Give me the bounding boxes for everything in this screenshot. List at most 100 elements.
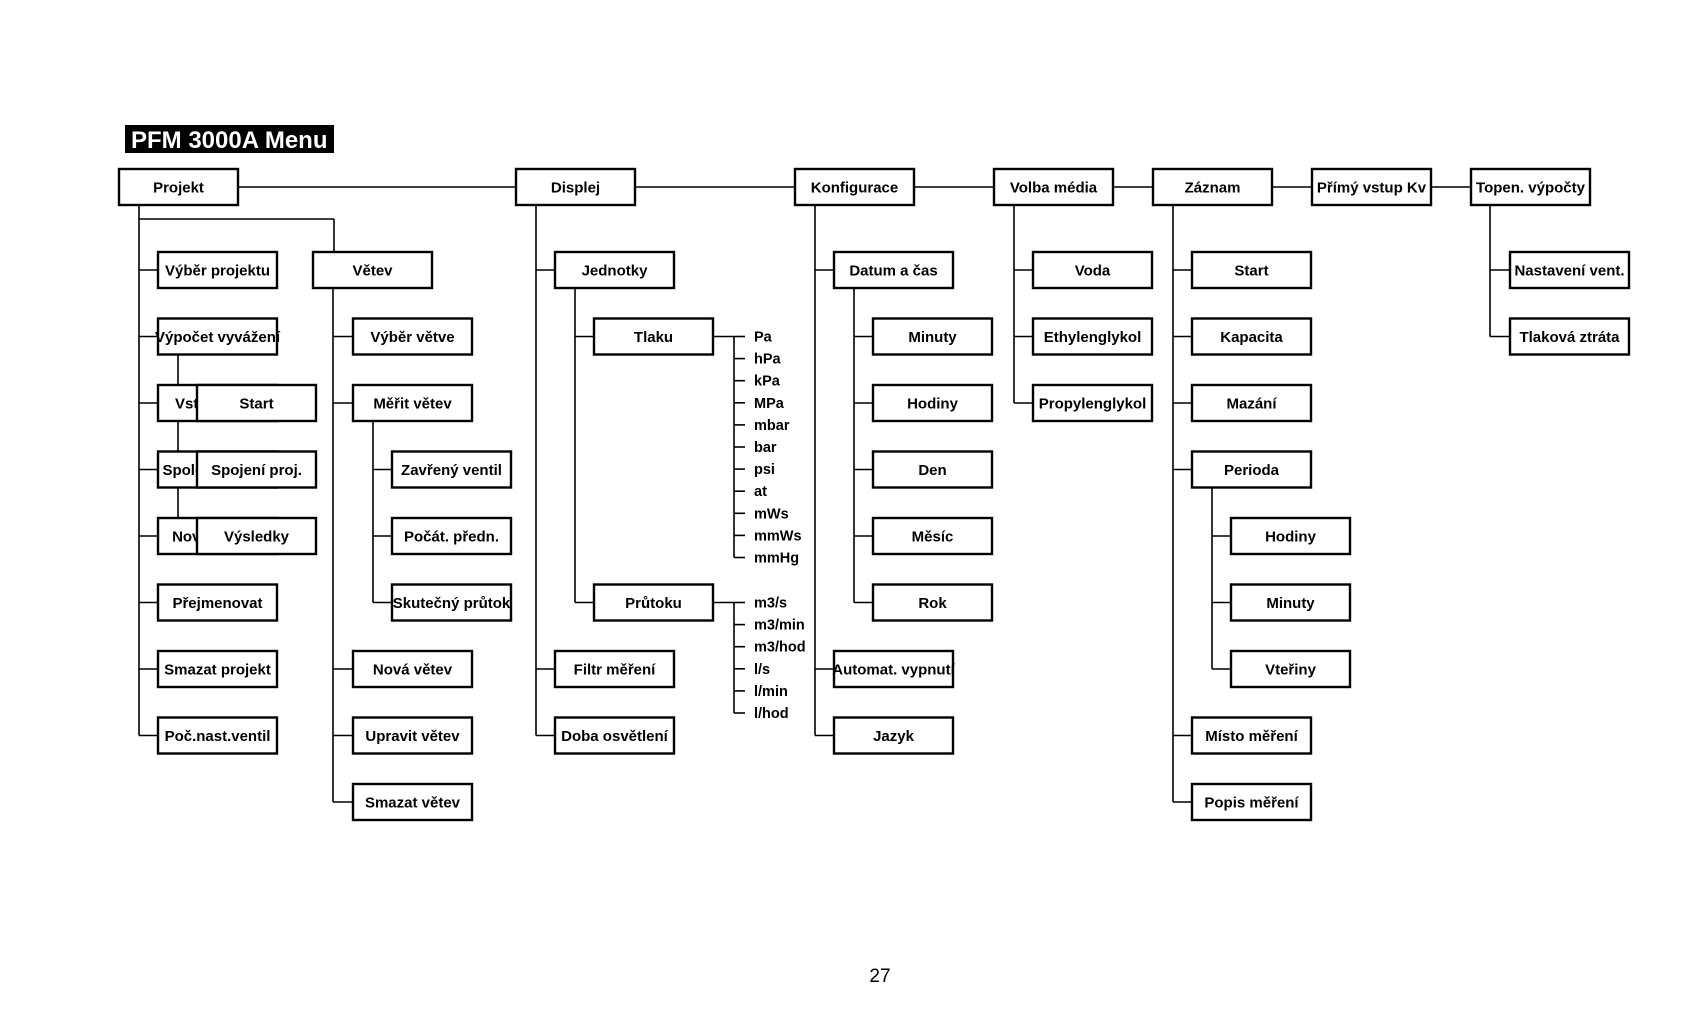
svg-text:Místo měření: Místo měření [1205,728,1298,745]
svg-text:Počát. předn.: Počát. předn. [404,529,499,546]
svg-text:Perioda: Perioda [1224,462,1280,479]
topen-item-tlakova-ztrata: Tlaková ztráta [1508,317,1631,356]
unit-m3-s: m3/s [754,596,787,612]
vetev-item-nova-vetev: Nová větev [351,649,474,689]
page-number: 27 [869,966,890,987]
jednotky-child-tlaku: Tlaku [592,317,715,356]
svg-text:Datum a čas: Datum a čas [849,263,937,280]
svg-text:Vteřiny: Vteřiny [1265,662,1317,679]
konfigurace-item-jazyk: Jazyk [832,716,955,755]
unit-mbar: mbar [754,418,790,434]
svg-text:Start: Start [1234,263,1268,280]
svg-text:Nová větev: Nová větev [373,662,453,679]
svg-text:Rok: Rok [918,595,947,612]
svg-text:Přejmenovat: Přejmenovat [172,595,262,612]
svg-text:Hodiny: Hodiny [1265,529,1316,546]
svg-text:Výpočet vyvážení: Výpočet vyvážení [155,329,281,346]
vetev-item-vyber-vetve: Výběr větve [351,317,474,356]
diagram-title: PFM 3000A Menu [125,125,334,154]
svg-text:Jednotky: Jednotky [582,263,649,280]
zaznam-item-perioda: Perioda [1190,450,1313,489]
datum-child-rok: Rok [871,583,994,622]
svg-text:Doba osvětlení: Doba osvětlení [561,728,669,745]
svg-text:Měsíc: Měsíc [912,529,954,546]
datum-child-minuty: Minuty [871,317,994,356]
svg-text:Ethylenglykol: Ethylenglykol [1044,329,1142,346]
svg-text:Větev: Větev [352,263,393,280]
svg-text:Průtoku: Průtoku [625,595,682,612]
svg-text:Smazat projekt: Smazat projekt [164,662,271,679]
top-menu-primy-vstup-kv: Přímý vstup Kv [1310,167,1433,207]
svg-text:Volba média: Volba média [1010,180,1098,197]
svg-text:Výsledky: Výsledky [224,529,290,546]
svg-text:Přímý vstup Kv: Přímý vstup Kv [1317,180,1427,197]
displej-item-filtr-mereni: Filtr měření [553,649,676,689]
svg-text:Nastavení vent.: Nastavení vent. [1514,263,1624,280]
unit-m3-min: m3/min [754,618,805,634]
zaznam-item-start: Start [1190,250,1313,290]
svg-text:Výběr větve: Výběr větve [370,329,454,346]
vetev-item-smazat-vetev: Smazat větev [351,782,474,822]
vetev-item-upravit-vetev: Upravit větev [351,716,474,755]
unit-pa: Pa [754,330,773,346]
unit-l-hod: l/hod [754,706,789,722]
datum-child-mesic: Měsíc [871,516,994,556]
projekt-item-prejmenovat: Přejmenovat [156,583,279,622]
projekt-item-smazat-projekt: Smazat projekt [156,649,279,689]
perioda-child-hodiny: Hodiny [1229,516,1352,556]
media-item-propylenglykol: Propylenglykol [1031,383,1154,423]
svg-text:Topen. výpočty: Topen. výpočty [1476,180,1586,197]
unit-m3-hod: m3/hod [754,640,806,656]
top-menu-volba-media: Volba média [992,167,1115,207]
jednotky-child-prutoku: Průtoku [592,583,715,622]
top-menu-topen-vypocty: Topen. výpočty [1469,167,1592,207]
svg-text:Poč.nast.ventil: Poč.nast.ventil [165,728,271,745]
svg-text:Mazání: Mazání [1226,396,1277,413]
svg-text:Propylenglykol: Propylenglykol [1039,396,1147,413]
perioda-child-minuty: Minuty [1229,583,1352,622]
unit-hpa: hPa [754,352,782,368]
svg-text:Start: Start [239,396,273,413]
svg-text:Voda: Voda [1075,263,1111,280]
top-menu-displej: Displej [514,167,637,207]
svg-text:Tlaku: Tlaku [634,329,673,346]
svg-text:Filtr měření: Filtr měření [574,662,657,679]
svg-text:Minuty: Minuty [908,329,957,346]
svg-text:Smazat větev: Smazat větev [365,795,461,812]
vypocet-child-spojeni-proj: Spojení proj. [195,450,318,489]
svg-text:Popis měření: Popis měření [1204,795,1299,812]
unit-l-s: l/s [754,662,770,678]
merit-child-skutecny-prutok: Skutečný průtok [390,583,513,622]
svg-text:Zavřený ventil: Zavřený ventil [401,462,502,479]
unit-at: at [754,484,767,500]
svg-text:Den: Den [918,462,946,479]
projekt-item-vypocet-vyvazeni: Výpočet vyvážení [155,317,281,356]
displej-item-jednotky: Jednotky [553,250,676,290]
konfigurace-item-datum-a-cas: Datum a čas [832,250,955,290]
svg-text:Záznam: Záznam [1185,180,1241,197]
zaznam-item-misto-mereni: Místo měření [1190,716,1313,755]
zaznam-item-mazani: Mazání [1190,383,1313,423]
svg-text:Jazyk: Jazyk [873,728,915,745]
perioda-child-vteriny: Vteřiny [1229,649,1352,689]
zaznam-item-popis-mereni: Popis měření [1190,782,1313,822]
vetev-vetev: Větev [311,250,434,290]
unit-mws: mWs [754,506,789,522]
svg-text:Spojení proj.: Spojení proj. [211,462,302,479]
unit-l-min: l/min [754,684,788,700]
unit-mmhg: mmHg [754,551,799,567]
svg-text:Minuty: Minuty [1266,595,1315,612]
top-menu-zaznam: Záznam [1151,167,1274,207]
svg-text:Měřit větev: Měřit větev [373,396,452,413]
svg-text:PFM 3000A Menu: PFM 3000A Menu [131,127,328,154]
svg-text:Skutečný průtok: Skutečný průtok [393,595,511,612]
konfigurace-item-automat-vypnuti: Automat. vypnutí [832,649,956,689]
svg-text:Kapacita: Kapacita [1220,329,1283,346]
projekt-item-vyber-projektu: Výběr projektu [156,250,279,290]
svg-text:Konfigurace: Konfigurace [811,180,899,197]
svg-text:Projekt: Projekt [153,180,204,197]
svg-text:Automat. vypnutí: Automat. vypnutí [832,662,955,679]
projekt-item-poc-nast-ventil: Poč.nast.ventil [156,716,279,755]
svg-text:Výběr projektu: Výběr projektu [165,263,270,280]
